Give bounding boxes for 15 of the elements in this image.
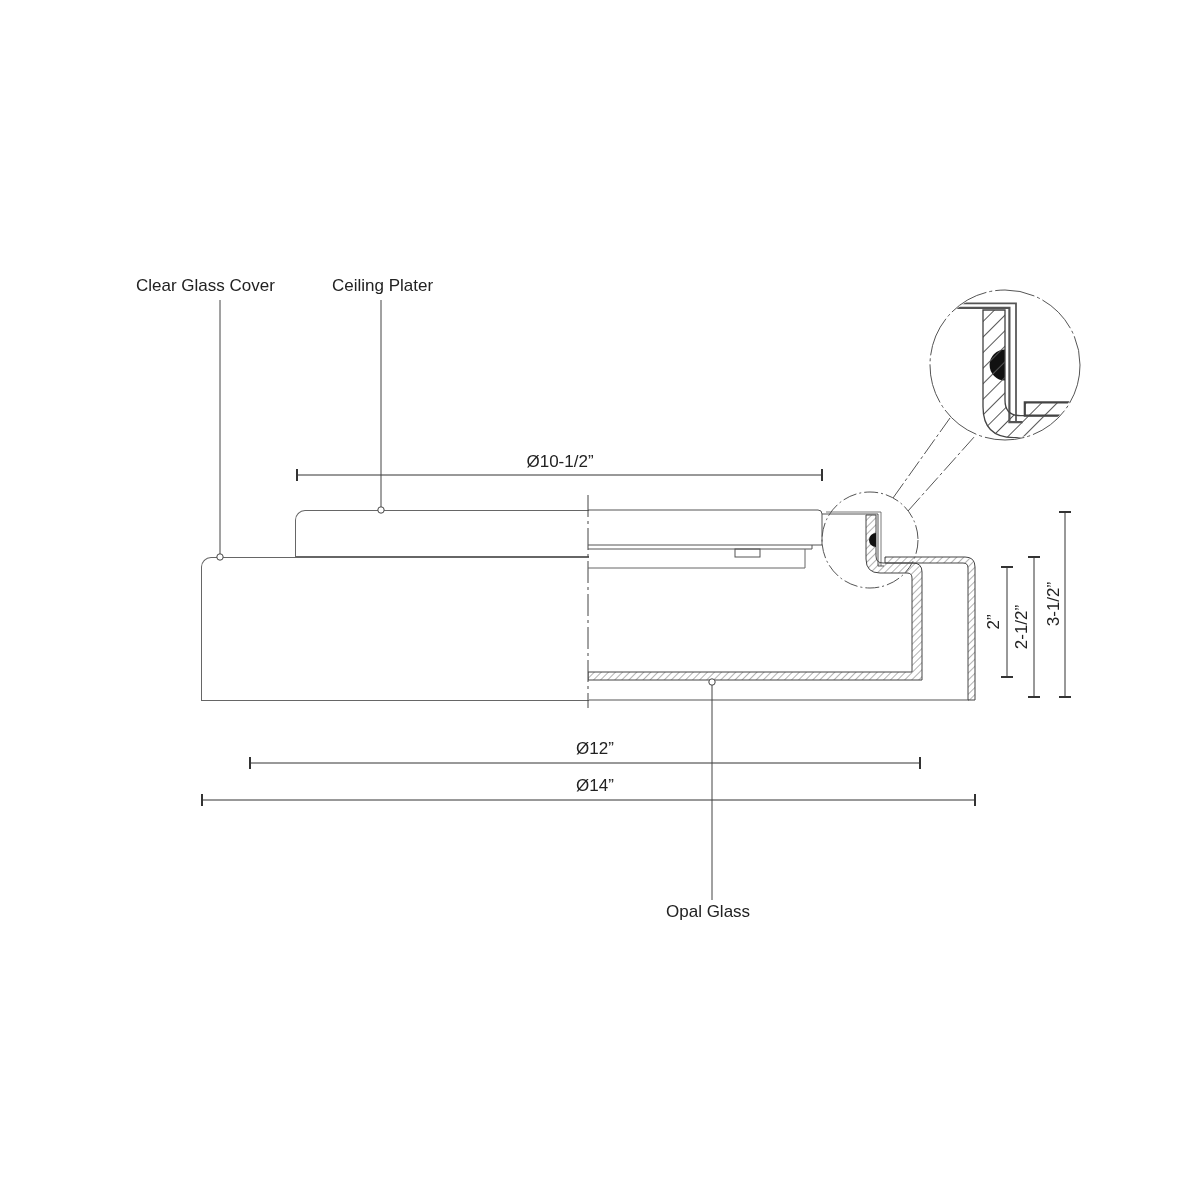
leader-line — [377, 299, 385, 514]
opal-glass-section — [588, 512, 924, 682]
dimension-label: 2-1/2” — [1012, 604, 1032, 650]
leader-line — [216, 299, 224, 561]
dimension-label: Ø10-1/2” — [526, 452, 594, 472]
part-label: Clear Glass Cover — [136, 276, 275, 296]
part-label: Opal Glass — [666, 902, 751, 922]
dimension-label: Ø14” — [576, 776, 614, 796]
ceiling-plate-body — [295, 510, 589, 557]
dimension-label: 3-1/2” — [1044, 581, 1064, 627]
leader-line — [708, 678, 716, 901]
dimension-label: 2” — [984, 614, 1004, 630]
glass-cover-body — [201, 557, 589, 701]
part-label: Ceiling Plater — [332, 276, 434, 296]
dimension-label: Ø12” — [576, 739, 614, 759]
